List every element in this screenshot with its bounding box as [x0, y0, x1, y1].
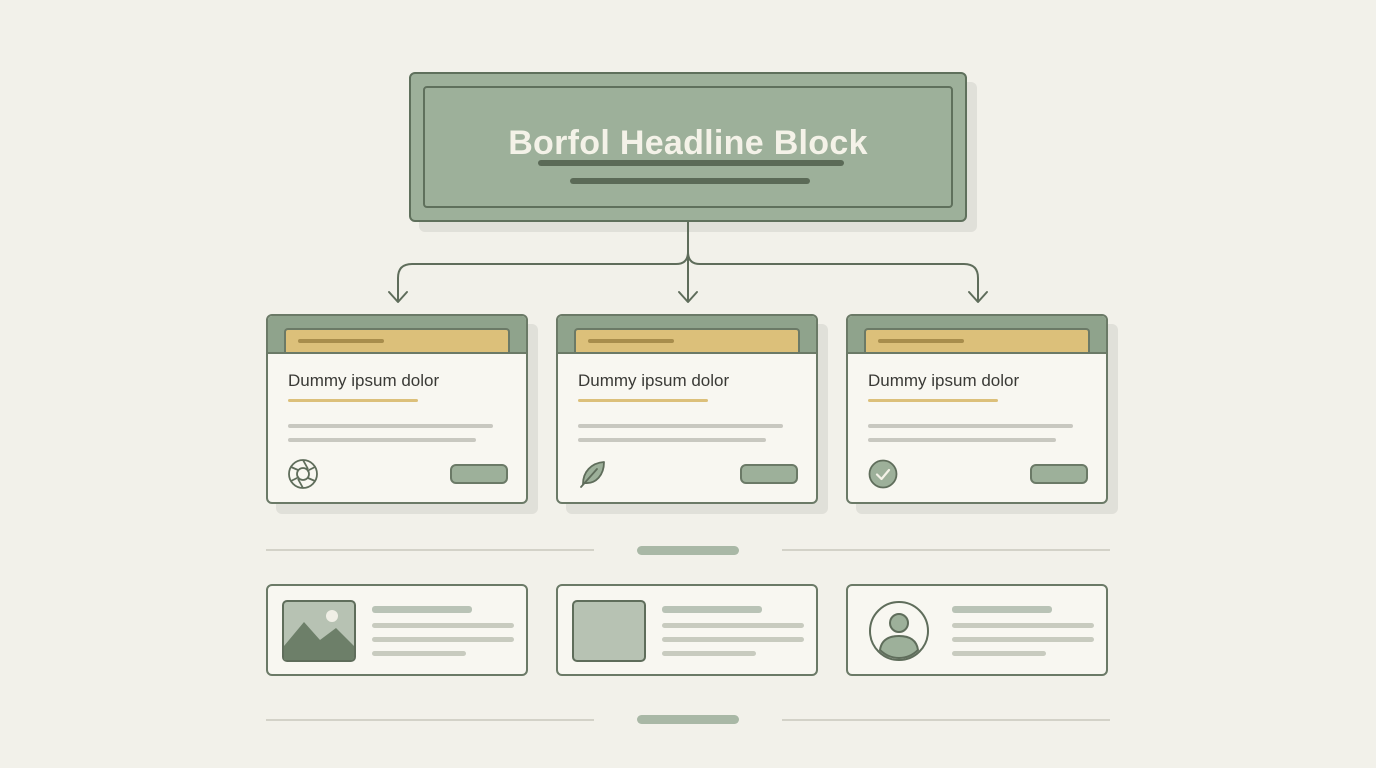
- landscape-image-icon: [282, 600, 356, 662]
- separator-line-right: [782, 549, 1110, 551]
- headline-block: Borfol Headline Block: [409, 72, 967, 222]
- card-2[interactable]: Dummy ipsum dolor: [556, 314, 818, 504]
- media-heading-line: [372, 606, 472, 613]
- card-tab: [864, 328, 1090, 352]
- check-circle-icon: [868, 459, 898, 489]
- card-tab: [284, 328, 510, 352]
- media-text-line: [952, 637, 1094, 642]
- separator-line-right: [782, 719, 1110, 721]
- arrowhead-left: [388, 291, 408, 303]
- media-item-3[interactable]: [846, 584, 1108, 676]
- image-placeholder: [572, 600, 646, 662]
- card-title: Dummy ipsum dolor: [868, 371, 1020, 390]
- media-item-2[interactable]: [556, 584, 818, 676]
- card-tab-line: [588, 339, 674, 343]
- card-action-button[interactable]: [450, 464, 508, 484]
- separator-line-left: [266, 719, 594, 721]
- card-tab: [574, 328, 800, 352]
- connector-right: [687, 251, 979, 301]
- connector-left: [397, 251, 689, 301]
- arrowhead-right: [968, 291, 988, 303]
- media-text-line: [662, 651, 756, 656]
- headline-bar-long: [538, 160, 844, 166]
- card-title-underline: [288, 399, 418, 402]
- media-heading-line: [952, 606, 1052, 613]
- user-avatar-icon: [869, 601, 929, 661]
- media-text-line: [372, 637, 514, 642]
- media-heading-line: [662, 606, 762, 613]
- media-text-line: [372, 623, 514, 628]
- media-text-line: [952, 623, 1094, 628]
- card-title: Dummy ipsum dolor: [288, 371, 440, 390]
- aperture-icon: [288, 459, 318, 489]
- separator-pill: [637, 546, 739, 555]
- card-1[interactable]: Dummy ipsum dolor: [266, 314, 528, 504]
- headline-inner-frame: Borfol Headline Block: [423, 86, 953, 208]
- media-text-line: [662, 623, 804, 628]
- leaf-icon: [580, 461, 605, 488]
- card-text-line: [288, 424, 493, 428]
- card-action-button[interactable]: [740, 464, 798, 484]
- card-text-line: [578, 438, 766, 442]
- media-item-1[interactable]: [266, 584, 528, 676]
- arrowhead-center: [678, 291, 698, 303]
- card-text-line: [868, 424, 1073, 428]
- card-title-underline: [868, 399, 998, 402]
- card-title-underline: [578, 399, 708, 402]
- card-text-line: [288, 438, 476, 442]
- card-tab-line: [298, 339, 384, 343]
- media-text-line: [662, 637, 804, 642]
- card-3[interactable]: Dummy ipsum dolor: [846, 314, 1108, 504]
- separator-line-left: [266, 549, 594, 551]
- separator-pill: [637, 715, 739, 724]
- card-text-line: [868, 438, 1056, 442]
- headline-bar-short: [570, 178, 810, 184]
- media-text-line: [372, 651, 466, 656]
- card-tab-line: [878, 339, 964, 343]
- media-text-line: [952, 651, 1046, 656]
- card-action-button[interactable]: [1030, 464, 1088, 484]
- card-title: Dummy ipsum dolor: [578, 371, 730, 390]
- headline-title: Borfol Headline Block: [508, 124, 868, 162]
- card-text-line: [578, 424, 783, 428]
